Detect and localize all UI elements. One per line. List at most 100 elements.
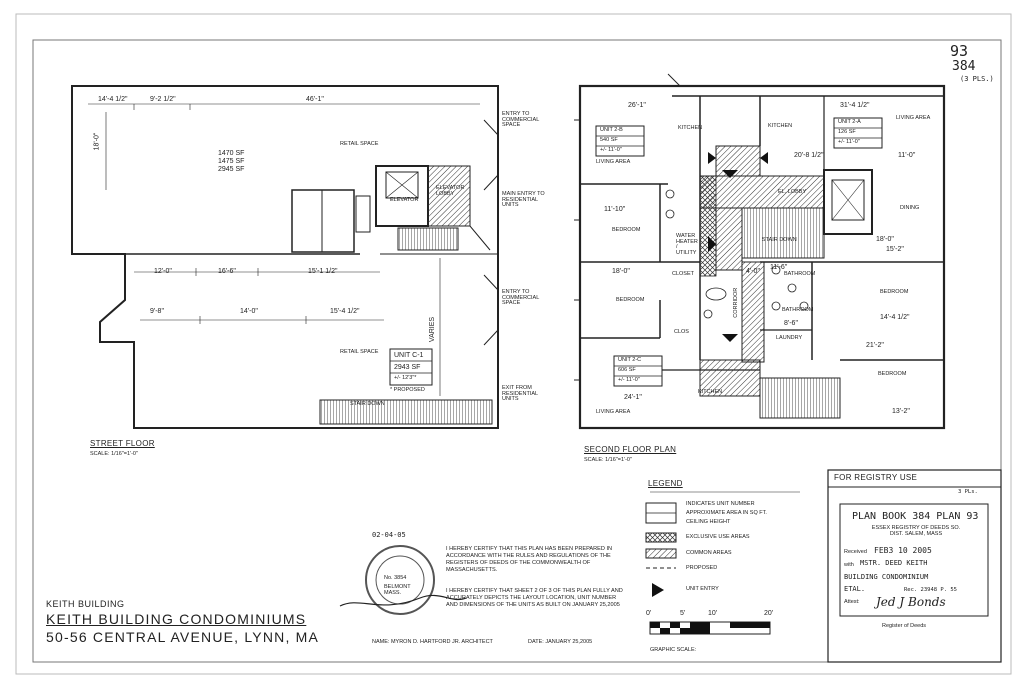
- elevator-label: ELEVATOR: [390, 197, 419, 203]
- unit-c1-area: 2943 SF: [394, 364, 421, 371]
- bathroom-1: BATHROOM: [784, 271, 816, 277]
- street-floor-scale: SCALE: 1/16"=1'-0": [90, 451, 138, 457]
- unit-2b-height: +/- 11'-0": [600, 147, 622, 153]
- dim-20-8-1-2: 20'-8 1/2": [794, 152, 824, 159]
- second-floor-title: SECOND FLOOR PLAN: [584, 445, 677, 454]
- retail-space-bottom: RETAIL SPACE: [340, 349, 379, 355]
- unit-c1-height: +/- 12'3"*: [394, 375, 417, 381]
- dim-16-6: 16'-6": [218, 268, 236, 275]
- unit-2a-name: UNIT 2-A: [838, 119, 861, 125]
- kitchen-c: KITCHEN: [698, 389, 723, 395]
- area-1470: 1470 SF: [218, 150, 245, 157]
- dim-18-0a: 18'-0": [612, 268, 630, 275]
- legend-unit-entry: UNIT ENTRY: [686, 586, 719, 592]
- main-entry-label: MAIN ENTRY TO RESIDENTIAL UNITS: [502, 191, 545, 208]
- retail-space-top: RETAIL SPACE: [340, 141, 379, 147]
- dim-14-1-2: 14'-4 1/2": [98, 96, 128, 103]
- living-area-a: LIVING AREA: [896, 115, 931, 121]
- proposed-note: * PROPOSED: [390, 387, 425, 393]
- unit-c1-name: UNIT C-1: [394, 352, 424, 359]
- street-floor-plan: [71, 85, 499, 429]
- entry-commercial-2: ENTRY TO COMMERCIAL SPACE: [502, 289, 540, 306]
- bedroom-3: BEDROOM: [616, 297, 645, 303]
- dim-26-1: 26'-1": [628, 102, 646, 109]
- stair-down-street: STAIR DOWN: [350, 401, 385, 407]
- street-floor-title: STREET FLOOR: [90, 439, 155, 448]
- scale-20: 20': [764, 610, 774, 617]
- unit-2c-height: +/- 11'-0": [618, 377, 640, 383]
- dim-21-2: 21'-2": [866, 342, 884, 349]
- attest-label: Attest:: [844, 599, 860, 605]
- architect-seal: [339, 545, 467, 615]
- with-label: with: [844, 562, 854, 568]
- bedroom-2: BEDROOM: [880, 289, 909, 295]
- unit-2c-name: UNIT 2-C: [618, 357, 642, 363]
- registry-rec: Rec. 23948 P. 55: [904, 587, 957, 593]
- dim-9-8: 9'-8": [150, 308, 164, 315]
- unit-2a-height: +/- 11'-0": [838, 139, 860, 145]
- dim-11-10: 11'-10": [604, 206, 626, 213]
- dim-14-0: 14'-0": [240, 308, 258, 315]
- elevator-lobby-label: ELEVATOR LOBBY: [436, 185, 465, 197]
- outer-border: [15, 13, 1012, 675]
- unit-2b-area: 540 SF: [600, 137, 618, 143]
- registry-signature: Jed J Bonds: [876, 595, 946, 609]
- legend-graphics: [645, 491, 800, 635]
- stamp-date: 02-04-05: [372, 531, 406, 539]
- dim-15-2: 15'-2": [886, 246, 904, 253]
- condominium-title: KEITH BUILDING CONDOMINIUMS: [46, 611, 307, 627]
- unit-2c-area: 606 SF: [618, 367, 636, 373]
- dim-15-4-1-2: 15'-4 1/2": [330, 308, 360, 315]
- unit-2a-area: 126 SF: [838, 129, 856, 135]
- drawing-frame: [32, 39, 1002, 663]
- registry-line3: ETAL.: [844, 585, 866, 593]
- dim-11-0: 11'-0": [898, 152, 916, 159]
- with-value: MSTR. DEED KEITH: [860, 559, 928, 567]
- graphic-scale-label: GRAPHIC SCALE:: [650, 647, 697, 653]
- dim-46-1: 46'-1": [306, 96, 324, 103]
- dim-24-1: 24'-1": [624, 394, 642, 401]
- dim-15-1-1-2: 15'-1 1/2": [308, 268, 338, 275]
- dim-11-6: 11'-6": [770, 264, 788, 271]
- dim-4-0: 4'-0": [746, 268, 760, 275]
- area-2945: 2945 SF: [218, 166, 245, 173]
- legend-ceiling: CEILING HEIGHT: [686, 519, 731, 525]
- legend-proposed: PROPOSED: [686, 565, 718, 571]
- scale-10: 10': [708, 610, 718, 617]
- legend-common: COMMON AREAS: [686, 550, 732, 556]
- el-lobby-label: EL. LOBBY: [778, 189, 807, 195]
- second-floor-scale: SCALE: 1/16"=1'-0": [584, 457, 632, 463]
- received-date: FEB3 10 2005: [874, 546, 932, 555]
- certification-2: I HEREBY CERTIFY THAT SHEET 2 OF 3 OF TH…: [446, 588, 623, 608]
- bedroom-4: BEDROOM: [878, 371, 907, 377]
- dim-varies: VARIES: [429, 316, 437, 343]
- file-number-2: 384: [952, 59, 976, 74]
- unit-2b-name: UNIT 2-B: [600, 127, 623, 133]
- legend-exclusive: EXCLUSIVE USE AREAS: [686, 534, 750, 540]
- area-1475: 1475 SF: [218, 158, 245, 165]
- dim-9-2-1-2: 9'-2 1/2": [150, 96, 176, 103]
- building-name: KEITH BUILDING: [46, 599, 125, 609]
- bedroom-1: BEDROOM: [612, 227, 641, 233]
- legend-approx-area: APPROXIMATE AREA IN SQ FT.: [686, 510, 767, 516]
- legend-title: LEGEND: [648, 479, 683, 488]
- dim-18-0b: 18'-0": [876, 236, 894, 243]
- seal-number: No. 3854: [384, 575, 407, 581]
- stair-down-2nd: STAIR DOWN: [762, 237, 797, 243]
- seal-city: BELMONT MASS.: [384, 584, 411, 596]
- living-area-b: LIVING AREA: [596, 159, 631, 165]
- address-title: 50-56 CENTRAL AVENUE, LYNN, MA: [46, 629, 320, 645]
- bathroom-2: BATHROOM: [782, 307, 814, 313]
- dim-31-4-1-2: 31'-4 1/2": [840, 102, 870, 109]
- dim-18-0: 18'-0": [93, 132, 101, 151]
- registry-pls: 3 PLs.: [958, 489, 978, 495]
- closet-1: CLOSET: [672, 271, 695, 277]
- exit-residential: EXIT FROM RESIDENTIAL UNITS: [502, 385, 538, 402]
- scale-5: 5': [680, 610, 686, 617]
- second-floor-plan: [574, 73, 946, 430]
- corridor-label: CORRIDOR: [733, 287, 740, 318]
- water-heater: WATER HEATER / UTILITY: [676, 233, 698, 256]
- dim-8-6: 8'-6": [784, 320, 798, 327]
